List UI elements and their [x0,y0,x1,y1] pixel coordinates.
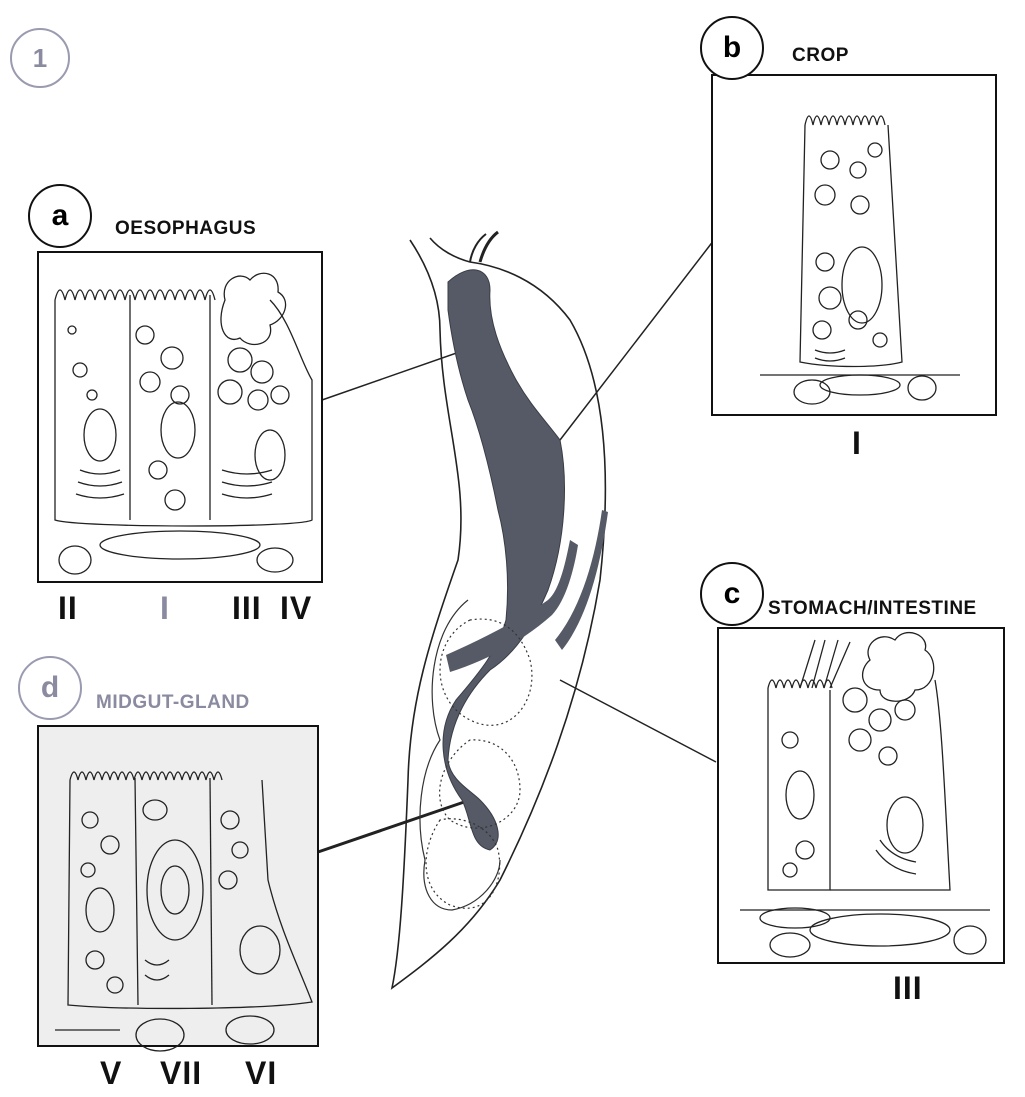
panel-a-cell-label: II [58,590,78,627]
panel-d-cell-label: V [100,1055,122,1092]
panel-d-title: MIDGUT-GLAND [96,692,250,714]
panel-a-frame [38,252,322,582]
panel-b-cell-label: I [852,425,862,462]
snail-body [392,232,608,988]
connector-stomach [560,680,716,762]
panel-b-title: CROP [792,45,849,67]
panel-a-cell-label: IV [280,590,312,627]
connector-midgut [318,800,470,852]
panel-d-badge: d [18,656,82,720]
panel-c-cell-label: III [893,970,923,1007]
panel-a-badge: a [28,184,92,248]
panel-a-cell-label: I [160,590,170,627]
panel-a-title: OESOPHAGUS [115,218,256,240]
panel-b-letter: b [723,31,741,65]
panel-c-title: STOMACH/INTESTINE [768,598,977,620]
panel-d-letter: d [41,671,59,705]
connector-crop [560,240,714,440]
panel-b-frame [712,75,996,415]
midgut-gland-lobes [426,619,532,908]
panel-d-cell-label: VII [160,1055,202,1092]
panel-a-letter: a [52,199,69,233]
panel-c-letter: c [724,577,741,611]
panel-b-badge: b [700,16,764,80]
panel-d-cell-label: VI [245,1055,277,1092]
figure-number: 1 [33,43,47,74]
figure-number-badge: 1 [10,28,70,88]
panel-c-frame [718,628,1004,963]
panel-c-badge: c [700,562,764,626]
panel-a-cell-label: III [232,590,262,627]
